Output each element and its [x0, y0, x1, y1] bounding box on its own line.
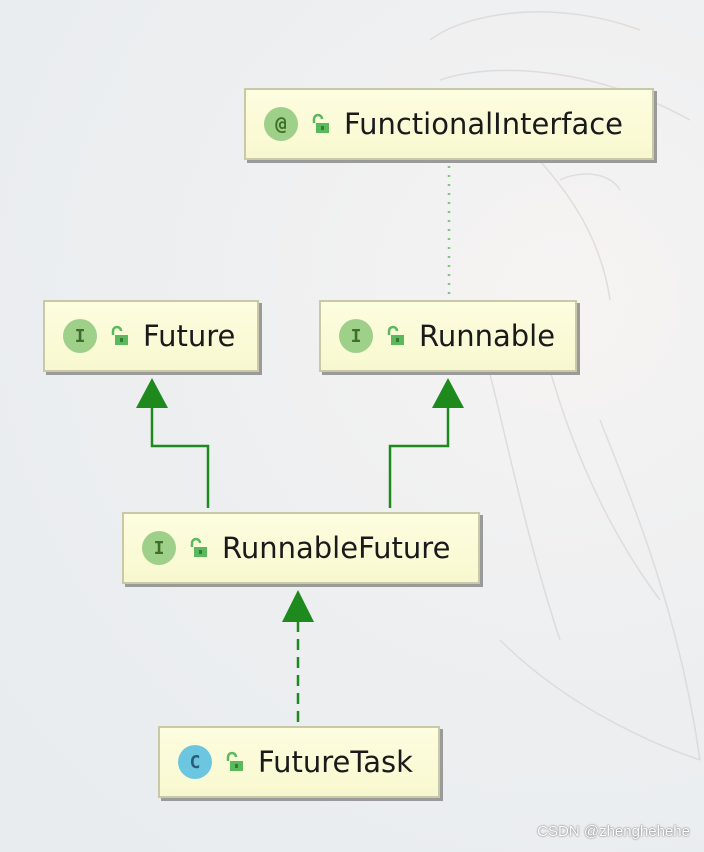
annotation-badge-icon: @ — [264, 107, 298, 141]
interface-badge-icon: I — [339, 319, 373, 353]
node-runnable[interactable]: I Runnable — [319, 300, 577, 372]
implements-arrowhead — [282, 590, 314, 622]
node-functional-interface[interactable]: @ FunctionalInterface — [244, 88, 654, 160]
extends-runnable-edge — [388, 404, 450, 508]
public-lock-icon — [387, 325, 404, 345]
node-future[interactable]: I Future — [43, 300, 259, 372]
public-lock-icon — [111, 325, 128, 345]
node-label: Future — [143, 319, 236, 353]
node-runnable-future[interactable]: I RunnableFuture — [122, 512, 480, 584]
node-label: Runnable — [419, 319, 556, 353]
node-label: FutureTask — [258, 745, 413, 779]
interface-badge-icon: I — [63, 319, 97, 353]
public-lock-icon — [190, 537, 207, 557]
interface-badge-icon: I — [142, 531, 176, 565]
class-badge-icon: C — [178, 745, 212, 779]
extends-future-edge — [150, 404, 210, 508]
extends-future-arrowhead — [136, 378, 168, 408]
public-lock-icon — [312, 113, 329, 133]
extends-runnable-arrowhead — [432, 378, 464, 408]
node-label: RunnableFuture — [222, 531, 451, 565]
node-label: FunctionalInterface — [344, 107, 624, 141]
public-lock-icon — [226, 751, 243, 771]
watermark: CSDN @zhenghehehe — [537, 823, 690, 840]
node-future-task[interactable]: C FutureTask — [158, 726, 440, 798]
